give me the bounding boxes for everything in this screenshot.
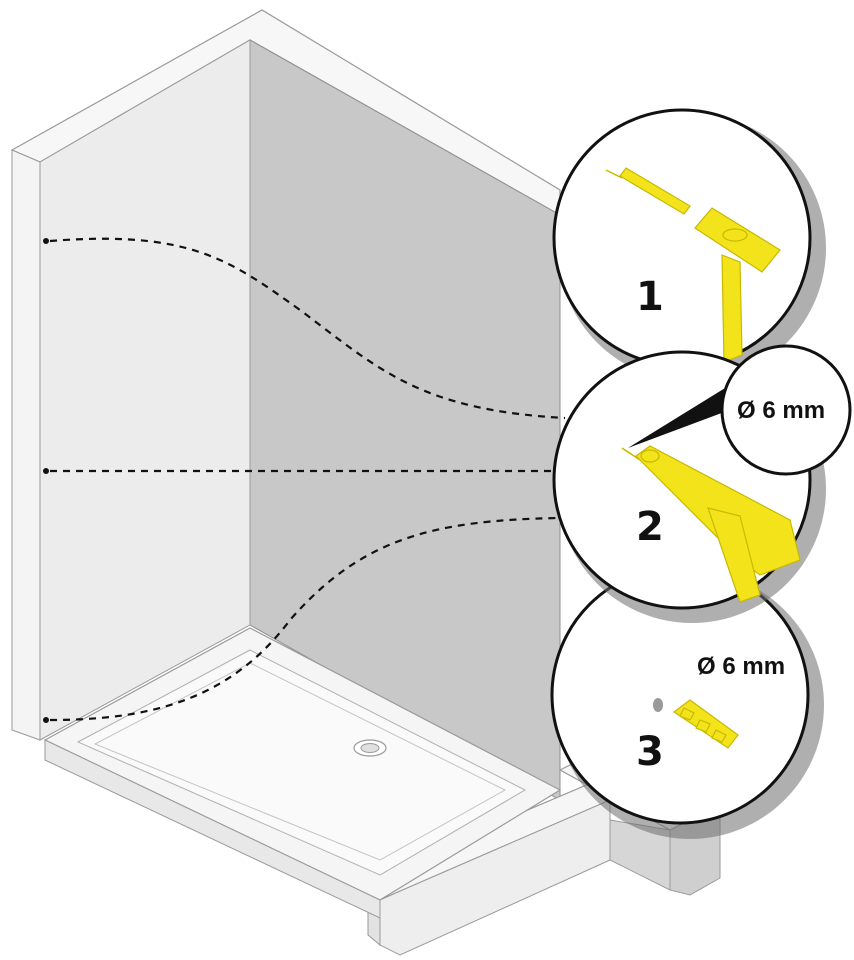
anchor-dot-middle [43,468,49,474]
side-wall-edge [11,149,41,741]
shower-tray-inner [76,649,527,876]
shower-tray-front [44,739,381,919]
callout-bubble [720,344,852,476]
wall-plug-icon [672,699,739,749]
guide-line-upper [49,237,566,420]
step-3-number: 3 [636,729,664,775]
drill-icon [621,445,801,603]
shower-enclosure [10,9,722,956]
hammer-icon [694,207,781,363]
step-3-spec: Ø 6 mm [697,653,785,680]
drilled-hole [653,698,663,712]
callout-pointer [628,385,735,448]
guide-line-lower [49,516,561,722]
guide-lines [43,237,566,723]
step-1-detail: 1 [552,108,826,382]
shower-tray-basin [93,662,507,861]
anchor-dot-lower [43,717,49,723]
step-2-callout: Ø 6 mm [737,397,825,424]
punch-icon [605,167,691,215]
step-2-number: 2 [636,504,664,550]
anchor-dot-upper [43,238,49,244]
drain-icon [353,739,387,757]
step-3-detail: Ø 6 mm 3 [550,565,824,839]
step-2-detail: 2 Ø 6 mm [552,344,852,623]
side-wall [39,39,251,741]
step-1-number: 1 [636,274,664,320]
